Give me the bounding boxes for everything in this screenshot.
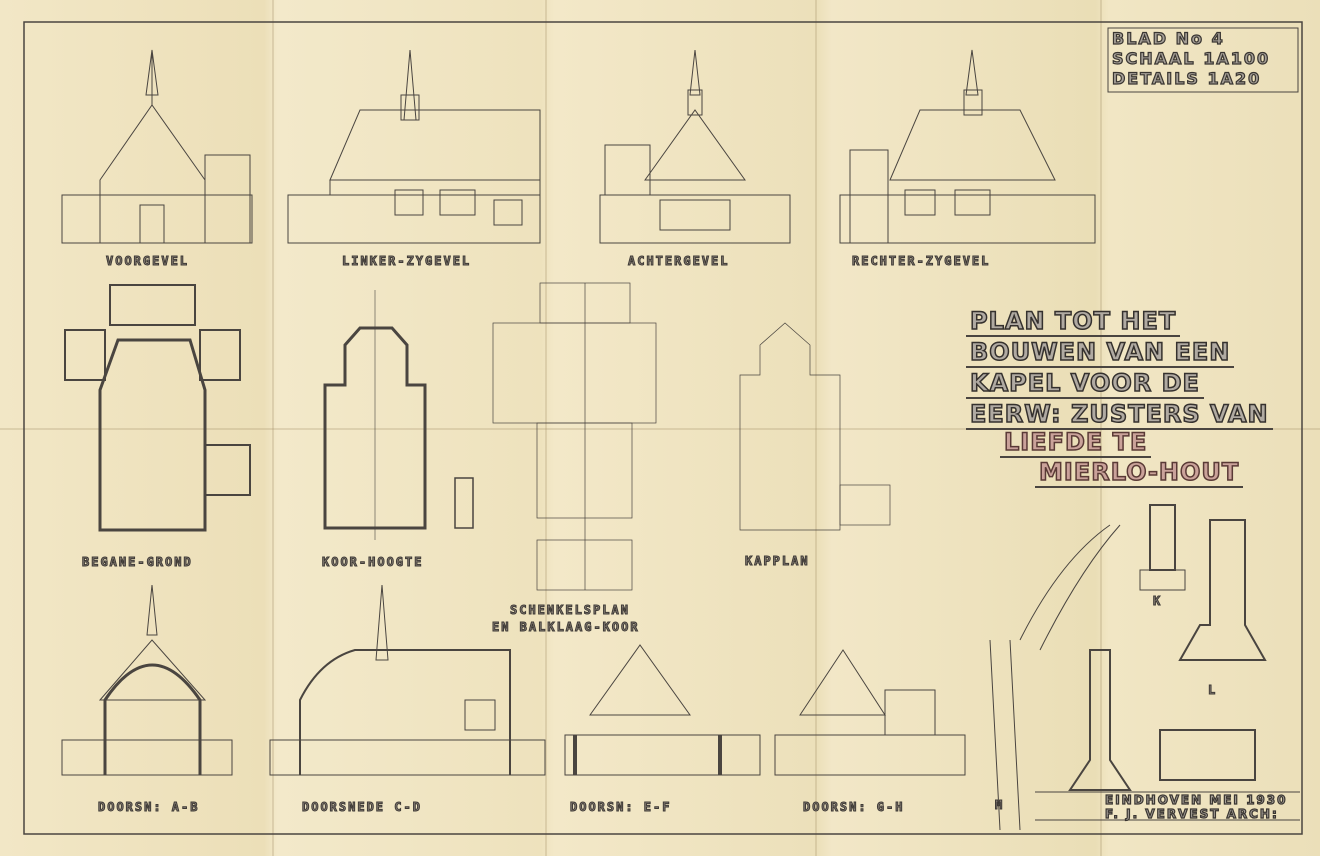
place-date: EINDHOVEN MEI 1930 <box>1104 792 1288 807</box>
section-e-f <box>564 644 761 776</box>
view-label: DOORSN: G-H <box>802 800 905 815</box>
details-scale-label: DETAILS 1A20 <box>1111 68 1262 88</box>
title-line: EERW: ZUSTERS VAN <box>966 399 1273 430</box>
roof-plan-schenkels <box>492 282 657 591</box>
title-line: BOUWEN VAN EEN <box>966 337 1235 368</box>
view-label: LINKER-ZYGEVEL <box>341 254 472 269</box>
plan-begane-grond <box>64 284 251 532</box>
elevation-rechter-zygevel <box>839 49 1096 244</box>
detail-label: L <box>1207 683 1218 698</box>
fold-line <box>545 0 547 856</box>
elevation-achtergevel <box>599 49 791 244</box>
detail-k-l <box>1068 504 1267 791</box>
view-label: VOORGEVEL <box>105 254 190 269</box>
title-line: MIERLO-HOUT <box>1035 457 1244 488</box>
elevation-linker-zygevel <box>287 49 541 244</box>
section-a-b <box>61 584 233 776</box>
view-label: RECHTER-ZYGEVEL <box>851 254 991 269</box>
view-label: KAPPLAN <box>745 554 810 569</box>
view-label: SCHENKELSPLAN <box>510 603 630 618</box>
title-line: LIEFDE TE <box>1000 427 1152 458</box>
view-label: M <box>994 798 1005 813</box>
sheet-number: BLAD No 4 <box>1111 28 1225 48</box>
architect-name: F. J. VERVEST ARCH: <box>1104 806 1279 821</box>
fold-line <box>272 0 274 856</box>
section-m <box>989 524 1121 831</box>
section-c-d <box>269 584 546 776</box>
section-g-h <box>774 649 966 776</box>
view-label: ACHTERGEVEL <box>627 254 730 269</box>
plan-koor-hoogte <box>323 290 474 540</box>
view-label: BEGANE-GROND <box>82 555 193 570</box>
view-label: DOORSN: A-B <box>97 800 200 815</box>
plan-kapplan <box>739 322 891 531</box>
view-label: DOORSN: E-F <box>569 800 672 815</box>
title-line: KAPEL VOOR DE <box>966 368 1204 399</box>
view-label: EN BALKLAAG-KOOR <box>492 620 640 635</box>
view-label: DOORSNEDE C-D <box>302 800 422 815</box>
elevation-voorgevel <box>61 49 253 244</box>
view-label: KOOR-HOOGTE <box>321 555 424 570</box>
detail-label: K <box>1152 594 1163 609</box>
sheet-border <box>23 21 1303 835</box>
fold-line <box>0 428 1320 430</box>
scale-label: SCHAAL 1A100 <box>1111 48 1271 68</box>
title-line: PLAN TOT HET <box>966 306 1181 337</box>
fold-line <box>815 0 817 856</box>
